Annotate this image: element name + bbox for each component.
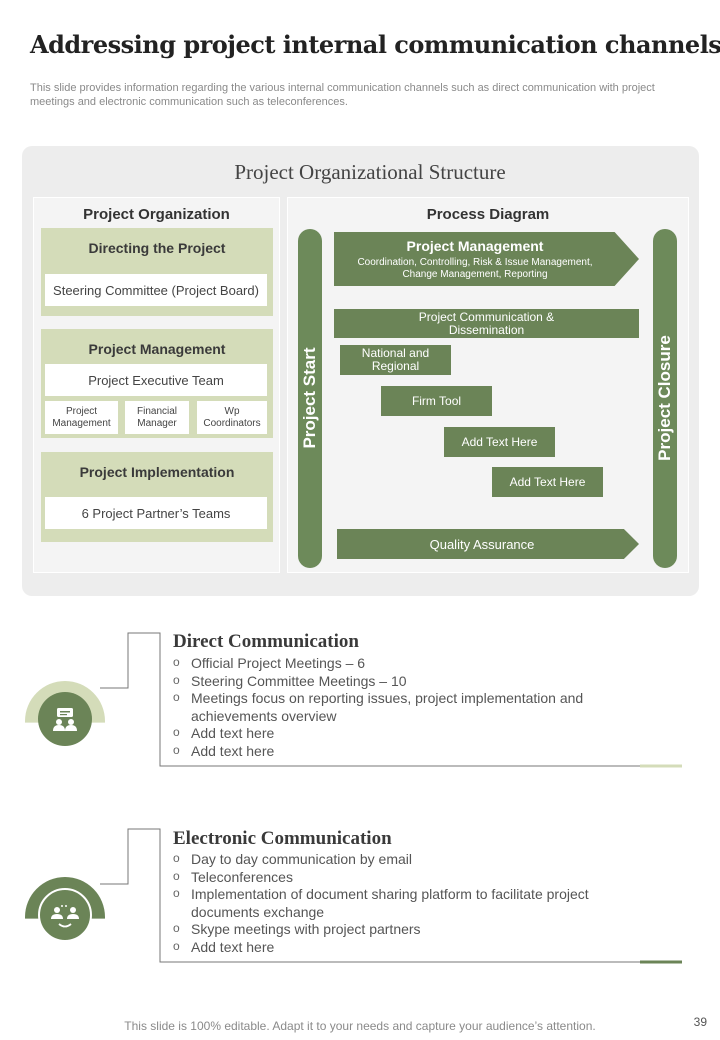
electronic-list: Day to day communication by email Teleco… [173, 850, 633, 957]
add-text-bar-2: Add Text Here [492, 467, 603, 497]
list-item: Implementation of document sharing platf… [173, 885, 633, 921]
project-management-arrow: Project Management Coordination, Control… [334, 232, 639, 286]
role-project-management: Project Management [45, 401, 118, 434]
executive-team-cell: Project Executive Team [45, 364, 267, 396]
page-number: 39 [693, 1015, 707, 1029]
quality-assurance-label: Quality Assurance [429, 536, 535, 552]
list-item: Skype meetings with project partners [173, 920, 633, 939]
list-item: Teleconferences [173, 868, 633, 887]
management-heading: Project Management [88, 341, 226, 357]
firm-tool-label: Firm Tool [411, 394, 462, 408]
project-closure-label: Project Closure [655, 335, 674, 461]
directing-block: Directing the Project Steering Committee… [41, 228, 273, 316]
partner-teams-cell: 6 Project Partner’s Teams [45, 497, 267, 529]
project-start-bar [298, 229, 322, 568]
project-management-arrow-title: Project Management [406, 237, 544, 254]
list-item: Add text here [173, 742, 633, 761]
video-call-people-icon [51, 905, 79, 928]
directing-heading: Directing the Project [88, 240, 226, 256]
quality-assurance-arrow: Quality Assurance [337, 529, 639, 559]
steering-committee-cell: Steering Committee (Project Board) [45, 274, 267, 306]
list-item: Add text here [173, 938, 633, 957]
implementation-block: Project Implementation 6 Project Partner… [41, 452, 273, 542]
electronic-title: Electronic Communication [173, 828, 392, 849]
project-closure-bar [653, 229, 677, 568]
slide-title: Addressing project internal communicatio… [30, 30, 720, 59]
direct-title: Direct Communication [173, 631, 359, 652]
management-block: Project Management Project Executive Tea… [41, 329, 273, 438]
list-item: Official Project Meetings – 6 [173, 654, 633, 673]
structure-title: Project Organizational Structure [234, 160, 506, 184]
list-item: Add text here [173, 724, 633, 743]
slide-subtitle: This slide provides information regardin… [30, 82, 655, 108]
communication-bar: Project Communication & Dissemination [334, 309, 639, 338]
role-financial-manager: Financial Manager [125, 401, 189, 434]
electronic-icon-circle [38, 888, 92, 942]
organization-box: Project Organization Directing the Proje… [33, 197, 280, 573]
direct-icon-circle [38, 692, 92, 746]
meeting-people-icon [53, 708, 77, 731]
add-text-bar-1: Add Text Here [444, 427, 555, 457]
national-regional-label: National and Regional [361, 346, 430, 373]
list-item: Day to day communication by email [173, 850, 633, 869]
list-item: Meetings focus on reporting issues, proj… [173, 689, 633, 725]
implementation-heading: Project Implementation [79, 464, 235, 480]
project-management-arrow-sub: Coordination, Controlling, Risk & Issue … [357, 256, 593, 280]
organization-heading: Project Organization [83, 206, 230, 223]
add-text-label-1: Add Text Here [461, 435, 538, 449]
firm-tool-bar: Firm Tool [381, 386, 492, 416]
process-heading: Process Diagram [426, 206, 550, 223]
role-wp-coordinators: Wp Coordinators [197, 401, 267, 434]
list-item: Steering Committee Meetings – 10 [173, 672, 633, 691]
add-text-label-2: Add Text Here [509, 475, 586, 489]
national-regional-bar: National and Regional [340, 345, 451, 375]
project-start-label: Project Start [300, 347, 319, 449]
direct-list: Official Project Meetings – 6 Steering C… [173, 654, 633, 761]
footer-note: This slide is 100% editable. Adapt it to… [124, 1019, 596, 1033]
communication-bar-label: Project Communication & Dissemination [418, 309, 555, 337]
